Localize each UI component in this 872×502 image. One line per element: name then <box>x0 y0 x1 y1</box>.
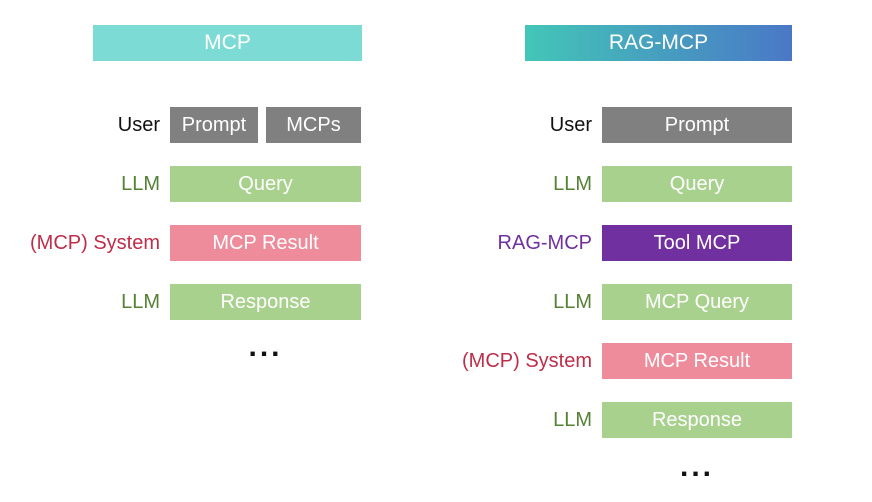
llm-label: LLM <box>553 408 592 431</box>
right-row-system-result: (MCP) System MCP Result <box>400 343 792 379</box>
left-row-llm-response: LLM Response <box>0 284 361 320</box>
llm-label: LLM <box>121 172 160 195</box>
right-row-llm-query-boxes: Query <box>602 166 792 202</box>
response-box: Response <box>602 402 792 438</box>
mcp-result-box: MCP Result <box>170 225 361 261</box>
mcp-system-label: (MCP) System <box>462 349 592 372</box>
left-row-user-boxes: Prompt MCPs <box>170 107 361 143</box>
prompt-box: Prompt <box>602 107 792 143</box>
user-label: User <box>549 113 592 136</box>
mcp-query-box: MCP Query <box>602 284 792 320</box>
response-box: Response <box>170 284 361 320</box>
user-label: User <box>117 113 160 136</box>
query-box: Query <box>602 166 792 202</box>
right-row-llm-mcpquery: LLM MCP Query <box>400 284 792 320</box>
right-row-llm-response-boxes: Response <box>602 402 792 438</box>
rag-mcp-label: RAG-MCP <box>497 231 592 254</box>
right-row-system-result-boxes: MCP Result <box>602 343 792 379</box>
rag-mcp-pipeline-header: RAG-MCP <box>525 25 792 61</box>
left-ellipsis: ... <box>248 330 283 363</box>
left-row-llm-query-boxes: Query <box>170 166 361 202</box>
mcp-system-label: (MCP) System <box>30 231 160 254</box>
mcp-result-box: MCP Result <box>602 343 792 379</box>
left-row-system-result-boxes: MCP Result <box>170 225 361 261</box>
right-row-llm-response: LLM Response <box>400 402 792 438</box>
llm-label: LLM <box>553 290 592 313</box>
right-row-llm-query: LLM Query <box>400 166 792 202</box>
left-row-user: User Prompt MCPs <box>0 107 361 143</box>
query-box: Query <box>170 166 361 202</box>
right-row-user: User Prompt <box>400 107 792 143</box>
left-row-llm-query: LLM Query <box>0 166 361 202</box>
left-row-llm-response-boxes: Response <box>170 284 361 320</box>
right-row-ragmcp-toolmcp: RAG-MCP Tool MCP <box>400 225 792 261</box>
llm-label: LLM <box>553 172 592 195</box>
mcps-box: MCPs <box>266 107 361 143</box>
right-ellipsis: ... <box>679 450 714 483</box>
prompt-box: Prompt <box>170 107 258 143</box>
llm-label: LLM <box>121 290 160 313</box>
right-row-llm-mcpquery-boxes: MCP Query <box>602 284 792 320</box>
left-row-system-result: (MCP) System MCP Result <box>0 225 361 261</box>
right-row-user-boxes: Prompt <box>602 107 792 143</box>
tool-mcp-box: Tool MCP <box>602 225 792 261</box>
right-row-ragmcp-toolmcp-boxes: Tool MCP <box>602 225 792 261</box>
mcp-pipeline-header: MCP <box>93 25 362 61</box>
